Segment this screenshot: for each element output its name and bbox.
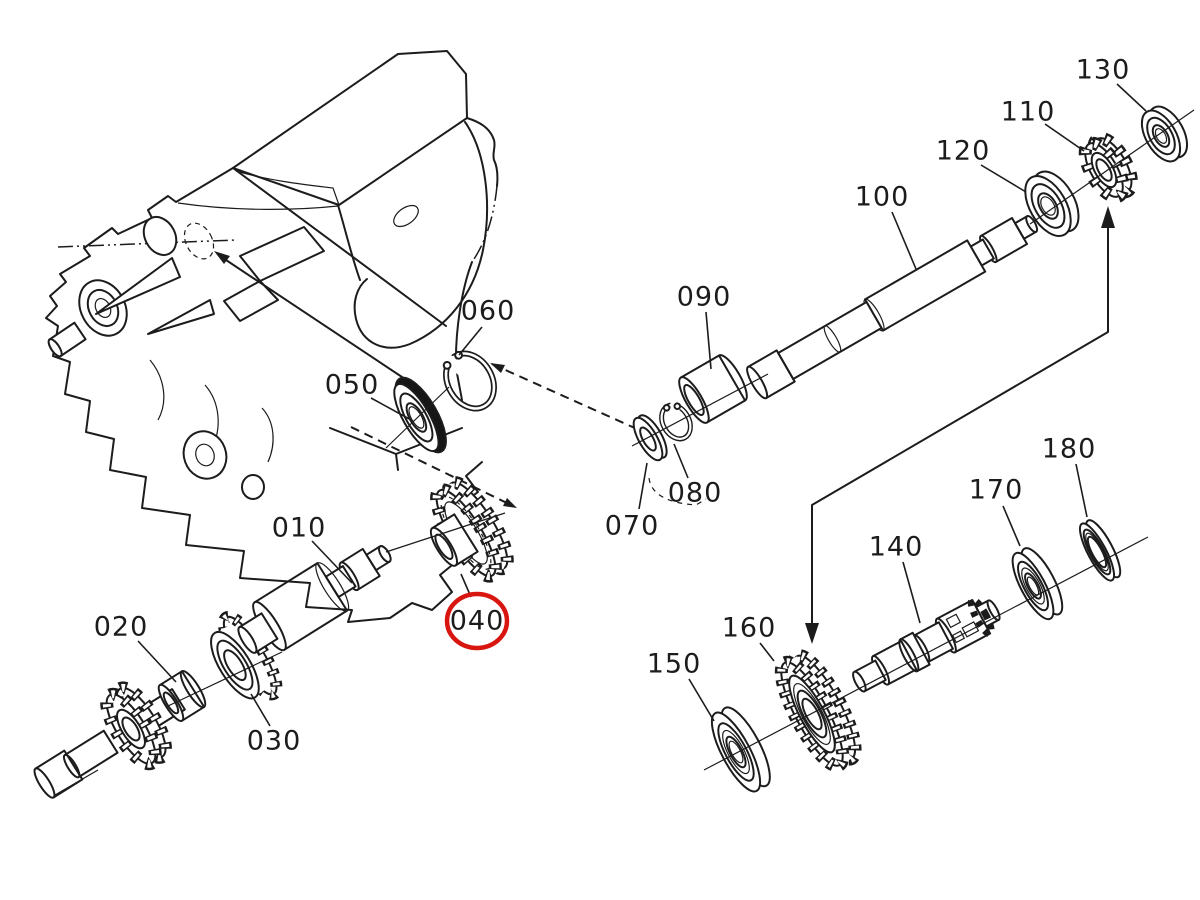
callout-180[interactable]: 180 xyxy=(1042,434,1097,465)
callout-140[interactable]: 140 xyxy=(869,532,924,563)
part-060-snap-ring xyxy=(432,345,497,412)
callout-080[interactable]: 080 xyxy=(668,478,723,509)
part-120-bearing xyxy=(1024,170,1080,237)
part-130-bearing xyxy=(1140,105,1189,163)
part-180-seal xyxy=(1079,519,1122,582)
callout-050[interactable]: 050 xyxy=(325,370,380,401)
housing-bore-hidden xyxy=(183,222,215,260)
callout-090[interactable]: 090 xyxy=(677,282,732,313)
part-070-washer xyxy=(632,414,668,462)
part-100-shaft xyxy=(746,215,1039,400)
callout-030[interactable]: 030 xyxy=(247,726,302,757)
callout-110[interactable]: 110 xyxy=(1001,97,1056,128)
callout-150[interactable]: 150 xyxy=(647,649,702,680)
dashed-assembly-line-060-070 xyxy=(491,363,638,430)
part-idler-gear xyxy=(100,681,172,771)
callout-010[interactable]: 010 xyxy=(272,513,327,544)
callout-120[interactable]: 120 xyxy=(936,136,991,167)
callout-160[interactable]: 160 xyxy=(722,613,777,644)
highlight-ring-040 xyxy=(444,591,510,651)
housing-top-cover xyxy=(232,50,468,206)
axis-line-housing xyxy=(232,167,447,327)
callout-020[interactable]: 020 xyxy=(94,612,149,643)
part-170-bearing xyxy=(1011,547,1064,621)
callout-100[interactable]: 100 xyxy=(855,182,910,213)
callout-170[interactable]: 170 xyxy=(969,475,1024,506)
callout-130[interactable]: 130 xyxy=(1076,55,1131,86)
part-140-shaft xyxy=(852,596,1001,693)
arrow-into-housing xyxy=(219,255,403,378)
part-020-needle-bearing xyxy=(157,670,207,722)
dashed-leader-080 xyxy=(648,477,707,506)
callout-060[interactable]: 060 xyxy=(461,296,516,327)
part-150-bearing xyxy=(710,706,771,793)
part-110-gear xyxy=(1078,131,1138,204)
callouts: 010 020 030 040 050 060 070 080 090 100 … xyxy=(94,55,1147,757)
assembly-annotations xyxy=(214,167,1115,644)
transmission-housing xyxy=(45,50,499,623)
part-080-snap-ring xyxy=(659,393,693,442)
input-shaft-stub xyxy=(47,321,87,358)
axis-lines xyxy=(54,109,1195,796)
connector-110-160 xyxy=(811,213,1109,637)
callout-070[interactable]: 070 xyxy=(605,511,660,542)
part-010-shaft xyxy=(237,545,392,654)
callout-040[interactable]: 040 xyxy=(450,606,505,637)
